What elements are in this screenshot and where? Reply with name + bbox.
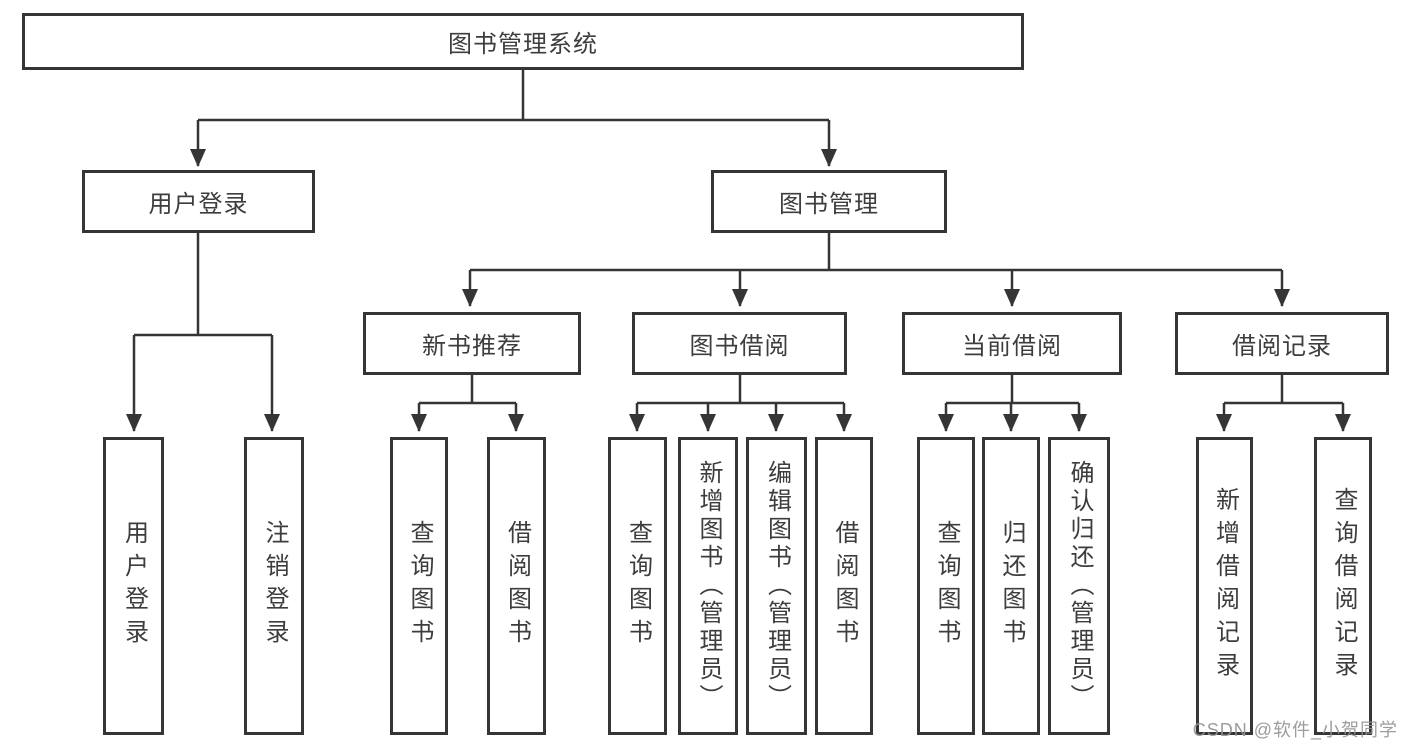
node-new-book-rec: 新书推荐 bbox=[363, 312, 581, 375]
node-user-login-label: 用户登录 bbox=[148, 191, 249, 218]
leaf-bb-edit-books-label: 编辑图书（管理员） bbox=[763, 460, 791, 712]
branch-new-book-rec bbox=[411, 375, 524, 432]
leaf-bb-add-books-label: 新增图书（管理员） bbox=[695, 460, 722, 712]
leaf-bb-borrow-books: 借阅图书 bbox=[815, 437, 873, 735]
leaf-br-add-record: 新增借阅记录 bbox=[1196, 437, 1253, 735]
leaf-rec-query-books: 查询图书 bbox=[390, 437, 448, 735]
leaf-bb-add-books: 新增图书（管理员） bbox=[678, 437, 738, 735]
leaf-rec-query-books-label: 查询图书 bbox=[406, 520, 433, 652]
leaf-cb-confirm-return: 确认归还（管理员） bbox=[1048, 437, 1110, 735]
leaf-br-query-record: 查询借阅记录 bbox=[1314, 437, 1372, 735]
node-borrow-record-label: 借阅记录 bbox=[1232, 333, 1332, 360]
leaf-user-login-label: 用户登录 bbox=[120, 520, 148, 652]
leaf-user-login: 用户登录 bbox=[103, 437, 164, 735]
branch-root bbox=[190, 70, 837, 167]
node-book-mgmt-label: 图书管理 bbox=[779, 191, 879, 218]
branch-book-mgmt bbox=[462, 233, 1290, 307]
leaf-cb-confirm-return-label: 确认归还（管理员） bbox=[1066, 460, 1093, 712]
branch-user-login bbox=[126, 233, 280, 432]
node-root: 图书管理系统 bbox=[22, 13, 1024, 70]
leaf-logout-label: 注销登录 bbox=[261, 520, 288, 652]
node-root-label: 图书管理系统 bbox=[448, 31, 598, 58]
leaf-bb-query-books: 查询图书 bbox=[608, 437, 667, 735]
leaf-cb-query-books: 查询图书 bbox=[917, 437, 975, 735]
leaf-cb-query-books-label: 查询图书 bbox=[933, 520, 960, 652]
csdn-watermark: CSDN @软件_小贺同学 bbox=[1192, 720, 1398, 740]
leaf-bb-edit-books: 编辑图书（管理员） bbox=[746, 437, 807, 735]
leaf-bb-query-books-label: 查询图书 bbox=[624, 520, 652, 652]
leaf-bb-borrow-books-label: 借阅图书 bbox=[831, 520, 858, 652]
leaf-br-add-record-label: 新增借阅记录 bbox=[1211, 487, 1239, 685]
node-book-mgmt: 图书管理 bbox=[711, 170, 947, 233]
leaf-rec-borrow-books-label: 借阅图书 bbox=[503, 520, 531, 652]
node-current-borrow-label: 当前借阅 bbox=[962, 333, 1062, 360]
branch-book-borrow bbox=[629, 375, 852, 432]
branch-current-borrow bbox=[938, 375, 1087, 432]
leaf-br-query-record-label: 查询借阅记录 bbox=[1330, 487, 1357, 685]
node-book-borrow: 图书借阅 bbox=[632, 312, 847, 375]
node-current-borrow: 当前借阅 bbox=[902, 312, 1122, 375]
node-book-borrow-label: 图书借阅 bbox=[689, 333, 790, 360]
leaf-logout: 注销登录 bbox=[244, 437, 304, 735]
leaf-cb-return-books-label: 归还图书 bbox=[998, 520, 1025, 652]
leaf-cb-return-books: 归还图书 bbox=[982, 437, 1040, 735]
node-user-login: 用户登录 bbox=[82, 170, 315, 233]
node-borrow-record: 借阅记录 bbox=[1175, 312, 1389, 375]
node-new-book-rec-label: 新书推荐 bbox=[422, 333, 522, 360]
branch-borrow-record bbox=[1216, 375, 1351, 432]
leaf-rec-borrow-books: 借阅图书 bbox=[487, 437, 546, 735]
